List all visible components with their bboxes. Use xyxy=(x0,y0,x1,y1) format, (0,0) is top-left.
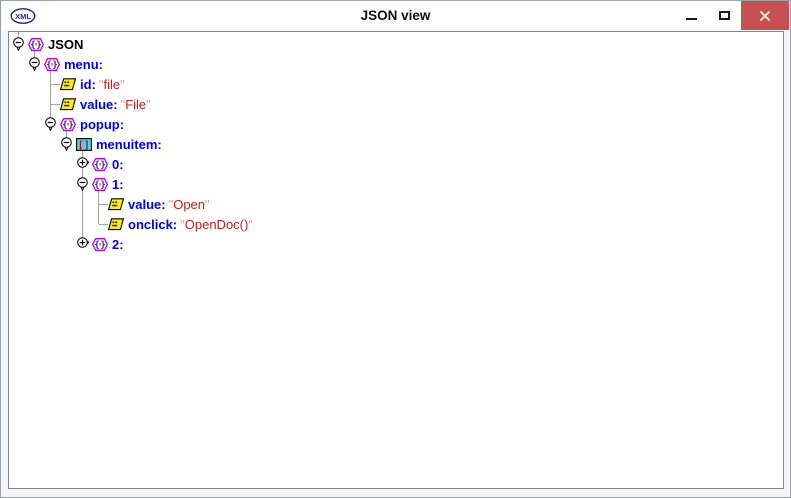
xml-logo-icon: XML xyxy=(10,8,36,24)
svg-text:{: { xyxy=(94,160,99,170)
svg-text:{: { xyxy=(94,240,99,250)
tree-connector-line xyxy=(50,84,60,85)
svg-text:{: { xyxy=(62,120,67,130)
titlebar: XML JSON view xyxy=(2,1,789,31)
minimize-button[interactable] xyxy=(675,1,708,30)
tree-node-row[interactable]: {} 2: xyxy=(9,234,783,254)
tree-connector-line xyxy=(50,71,51,124)
tree-node-row[interactable]: onclick:"OpenDoc()" xyxy=(9,214,783,234)
object-node-icon[interactable]: {} xyxy=(92,157,108,171)
svg-text:[: [ xyxy=(78,140,84,151)
node-label[interactable]: JSON xyxy=(48,36,84,52)
node-string-value[interactable]: "OpenDoc()" xyxy=(180,217,253,232)
close-button[interactable] xyxy=(741,1,789,30)
object-node-icon[interactable]: {} xyxy=(28,37,44,51)
tree-node-row[interactable]: {} 1: xyxy=(9,174,783,194)
maximize-icon xyxy=(719,11,730,20)
text-node-icon[interactable] xyxy=(108,217,124,231)
svg-text:]: ] xyxy=(84,140,90,151)
quote-mark: " xyxy=(168,196,174,212)
tree-node-row[interactable]: id:"file" xyxy=(9,74,783,94)
node-label[interactable]: menu: xyxy=(64,56,103,72)
tree-connector-line xyxy=(18,32,19,37)
node-string-value[interactable]: "Open" xyxy=(169,197,210,212)
text-node-icon[interactable] xyxy=(60,97,76,111)
quote-mark: " xyxy=(205,196,210,212)
object-node-icon[interactable]: {} xyxy=(60,117,76,131)
object-node-icon[interactable]: {} xyxy=(44,57,60,71)
json-tree-panel: {}JSON{}menu:id:"file"value:"File"{}popu… xyxy=(8,31,784,489)
collapse-expander-icon[interactable] xyxy=(44,117,60,131)
node-label[interactable]: 0: xyxy=(112,156,124,172)
string-value-text: Open xyxy=(173,196,206,212)
svg-text:{: { xyxy=(46,60,51,70)
tree-connector-line xyxy=(98,224,108,225)
node-label[interactable]: 2: xyxy=(112,236,124,252)
tree-node-row[interactable]: {} JSON xyxy=(9,34,783,54)
quote-mark: " xyxy=(120,96,126,112)
quote-mark: " xyxy=(146,96,151,112)
collapse-expander-icon[interactable] xyxy=(28,57,44,71)
svg-text:}: } xyxy=(52,60,57,70)
svg-text:{: { xyxy=(30,40,35,50)
node-label[interactable]: menuitem: xyxy=(96,136,162,152)
svg-text:XML: XML xyxy=(15,12,31,21)
tree-node-row[interactable]: value:"Open" xyxy=(9,194,783,214)
node-label[interactable]: value: xyxy=(80,96,118,112)
maximize-button[interactable] xyxy=(708,1,741,30)
array-node-icon[interactable]: [] xyxy=(76,137,92,151)
tree-connector-line xyxy=(98,191,99,224)
collapse-expander-icon[interactable] xyxy=(76,177,92,191)
string-value-text: File xyxy=(125,96,147,112)
svg-text:}: } xyxy=(36,40,41,50)
svg-text:{: { xyxy=(94,180,99,190)
tree-connector-line xyxy=(82,151,83,244)
text-node-icon[interactable] xyxy=(108,197,124,211)
tree-node-row[interactable]: {} menu: xyxy=(9,54,783,74)
minimize-icon xyxy=(686,17,697,20)
quote-mark: " xyxy=(98,76,104,92)
expand-expander-icon[interactable] xyxy=(76,157,92,171)
tree-node-row[interactable]: [] menuitem: xyxy=(9,134,783,154)
window-controls xyxy=(675,1,789,30)
object-node-icon[interactable]: {} xyxy=(92,177,108,191)
tree-node-row[interactable]: {} popup: xyxy=(9,114,783,134)
string-value-text: OpenDoc() xyxy=(184,216,249,232)
quote-mark: " xyxy=(248,216,253,232)
tree-node-row[interactable]: {} 0: xyxy=(9,154,783,174)
node-label[interactable]: onclick: xyxy=(128,216,178,232)
svg-text:}: } xyxy=(100,240,105,250)
svg-text:}: } xyxy=(100,160,105,170)
quote-mark: " xyxy=(120,76,125,92)
node-label[interactable]: 1: xyxy=(112,176,124,192)
node-string-value[interactable]: "File" xyxy=(121,97,151,112)
window-title: JSON view xyxy=(360,8,431,23)
node-label[interactable]: value: xyxy=(128,196,166,212)
svg-text:}: } xyxy=(100,180,105,190)
quote-mark: " xyxy=(180,216,185,232)
tree-connector-line xyxy=(50,104,60,105)
expand-expander-icon[interactable] xyxy=(76,237,92,251)
tree-connector-line xyxy=(98,204,108,205)
text-node-icon[interactable] xyxy=(60,77,76,91)
collapse-expander-icon[interactable] xyxy=(60,137,76,151)
string-value-text: file xyxy=(103,76,121,92)
node-label[interactable]: popup: xyxy=(80,116,125,132)
object-node-icon[interactable]: {} xyxy=(92,237,108,251)
close-icon xyxy=(759,10,771,21)
node-string-value[interactable]: "file" xyxy=(99,77,125,92)
node-label[interactable]: id: xyxy=(80,76,96,92)
collapse-expander-icon[interactable] xyxy=(12,37,28,51)
tree-node-row[interactable]: value:"File" xyxy=(9,94,783,114)
svg-text:}: } xyxy=(68,120,73,130)
